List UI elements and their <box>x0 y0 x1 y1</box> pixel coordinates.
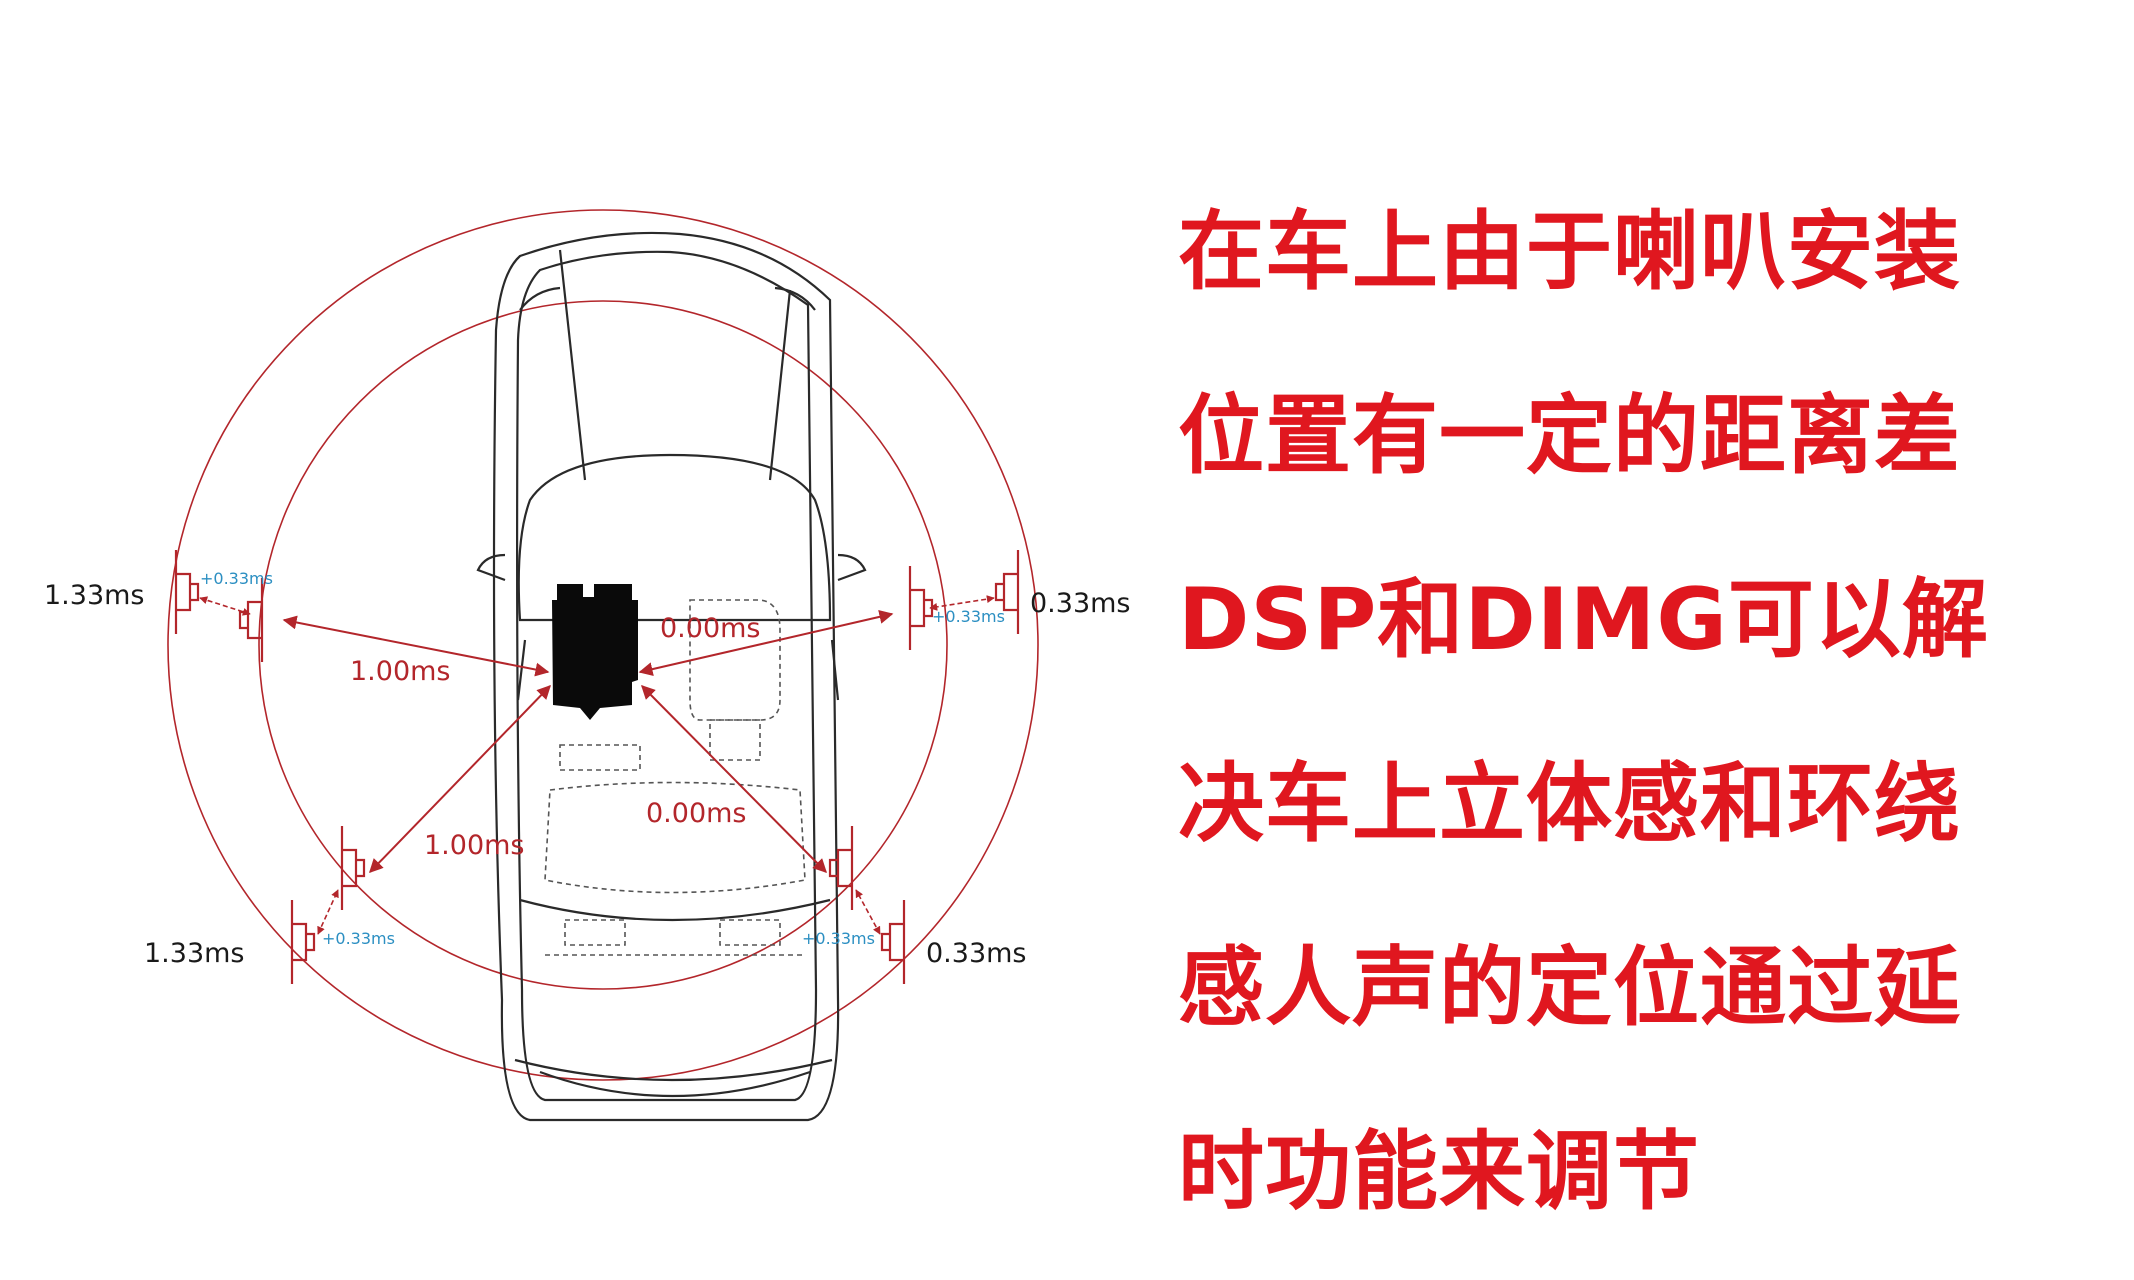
speaker-rear-left-inner <box>340 826 366 910</box>
inner-distance-circle <box>258 300 948 990</box>
delay-label-front-right-outer: 0.33ms <box>1030 588 1131 619</box>
delay-label-rear-right-outer: 0.33ms <box>926 938 1027 969</box>
offset-label-front-left: +0.33ms <box>200 569 273 588</box>
speaker-icon <box>880 900 906 984</box>
delay-label-rear-right-inner: 0.00ms <box>646 798 747 829</box>
speaker-front-right-outer <box>994 550 1020 634</box>
delay-label-rear-left-inner: 1.00ms <box>424 830 525 861</box>
speaker-icon <box>290 900 316 984</box>
offset-label-front-right: +0.33ms <box>932 607 1005 626</box>
outer-distance-circle <box>167 209 1039 1081</box>
delay-label-front-left-outer: 1.33ms <box>44 580 145 611</box>
arrow-rear-right <box>641 685 827 873</box>
speaker-delay-diagram: 1.33ms 1.00ms 0.33ms 0.00ms 1.33ms 1.00m… <box>44 209 1131 1122</box>
delay-label-rear-left-outer: 1.33ms <box>144 938 245 969</box>
arrow-front-left <box>282 615 550 677</box>
offset-label-rear-left: +0.33ms <box>322 929 395 948</box>
delay-label-front-right-inner: 0.00ms <box>660 613 761 644</box>
arrow-front-right <box>638 610 894 676</box>
driver-seat-icon <box>552 584 638 720</box>
offset-arrow-rear-right <box>855 889 881 935</box>
caption-line: 在车上由于喇叭安装 <box>1178 202 1961 302</box>
speaker-icon <box>908 566 934 650</box>
speaker-icon <box>174 550 200 634</box>
arrow-rear-left <box>369 684 551 874</box>
speaker-front-left-outer <box>174 550 200 634</box>
delay-label-front-left-inner: 1.00ms <box>350 656 451 687</box>
caption-line: 决车上立体感和环绕 <box>1178 754 1961 854</box>
car-outline-icon <box>476 231 867 1122</box>
caption-line: 感人声的定位通过延 <box>1178 938 1961 1038</box>
speaker-icon <box>994 550 1020 634</box>
offset-arrow-front-left <box>199 596 251 616</box>
offset-label-rear-right: +0.33ms <box>802 929 875 948</box>
speaker-rear-right-inner <box>828 826 854 910</box>
speaker-rear-right-outer <box>880 900 906 984</box>
speaker-rear-left-outer <box>290 900 316 984</box>
caption-line: 时功能来调节 <box>1178 1122 1700 1222</box>
caption-line: DSP和DIMG可以解 <box>1178 570 1989 670</box>
speaker-front-right-inner <box>908 566 934 650</box>
caption-text-block: 在车上由于喇叭安装 位置有一定的距离差 DSP和DIMG可以解 决车上立体感和环… <box>1178 160 2108 1264</box>
speaker-icon <box>828 826 854 910</box>
caption-line: 位置有一定的距离差 <box>1178 386 1961 486</box>
offset-arrow-front-right <box>929 595 995 611</box>
offset-arrow-rear-left <box>317 889 339 935</box>
speaker-icon <box>340 826 366 910</box>
